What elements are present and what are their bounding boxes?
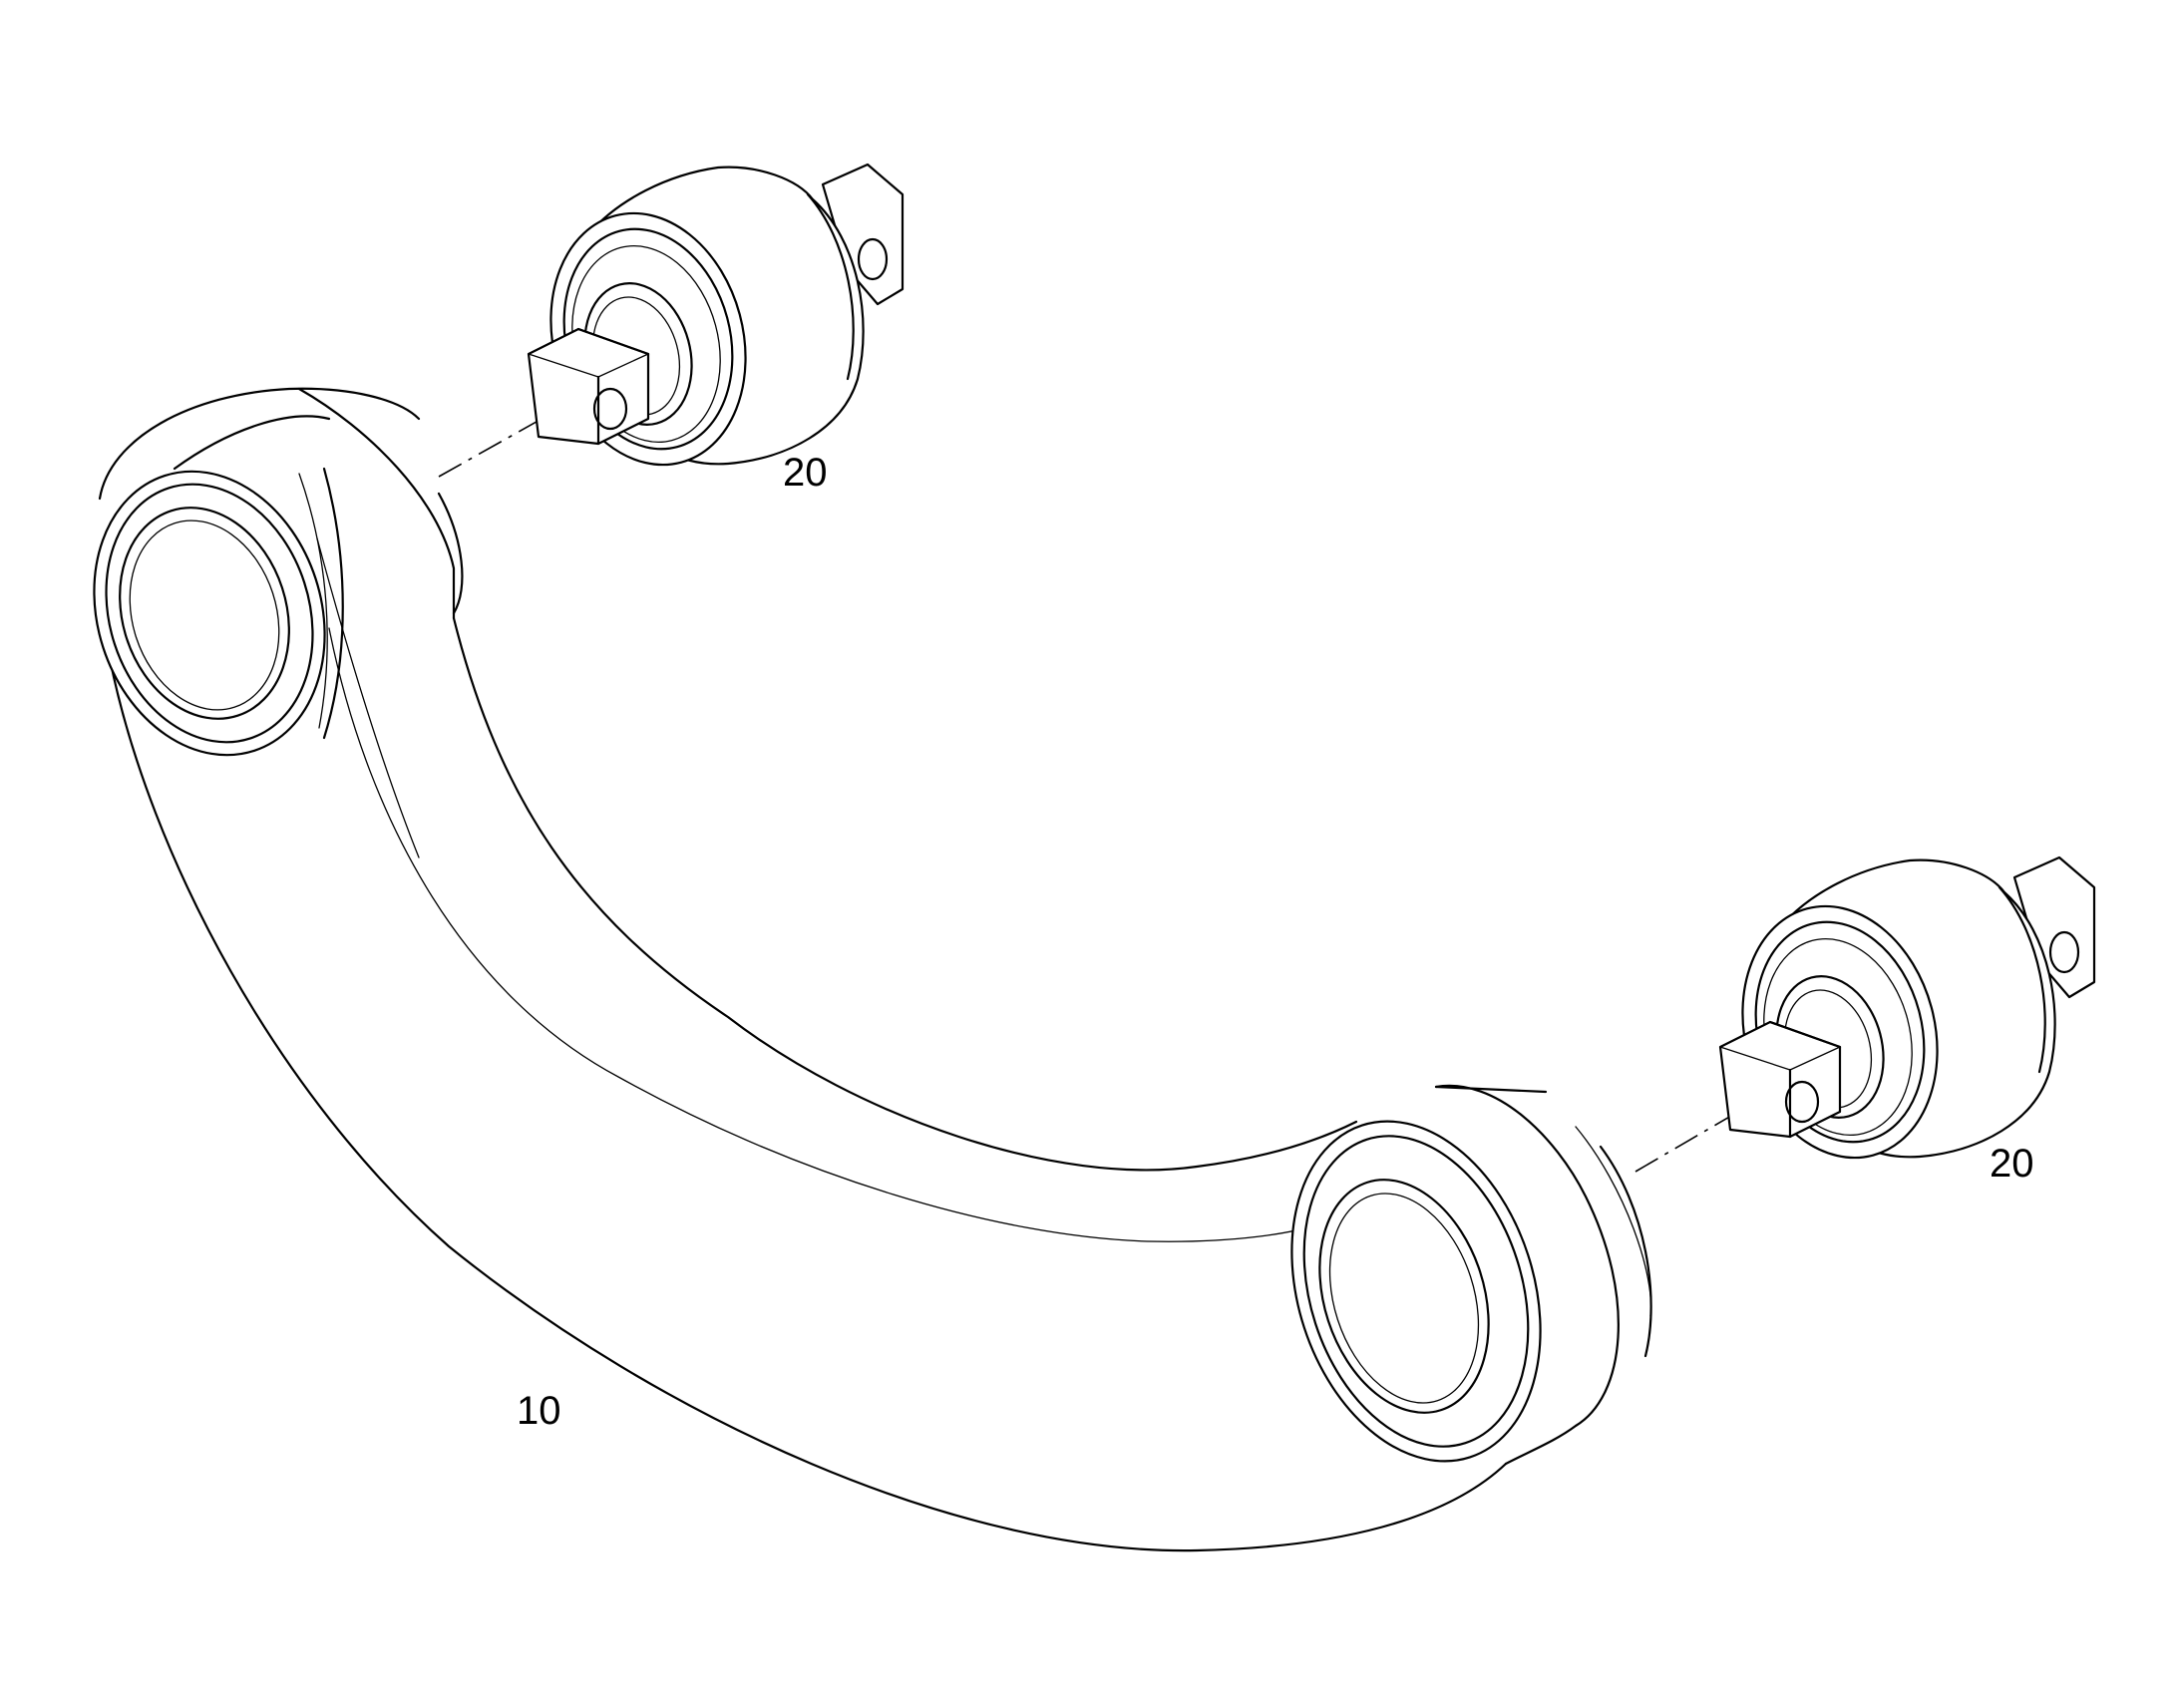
torque-arm <box>93 387 1652 1552</box>
centerline-top <box>438 403 569 478</box>
callout-bushing-bottom: 20 <box>1990 1142 2034 1186</box>
left-boss <box>93 415 464 757</box>
bushing-bottom <box>1718 855 2096 1160</box>
right-boss <box>1290 1084 1652 1466</box>
callout-bushing-top: 20 <box>783 451 828 495</box>
callout-arm: 10 <box>517 1389 561 1433</box>
bushing-top <box>527 163 905 467</box>
